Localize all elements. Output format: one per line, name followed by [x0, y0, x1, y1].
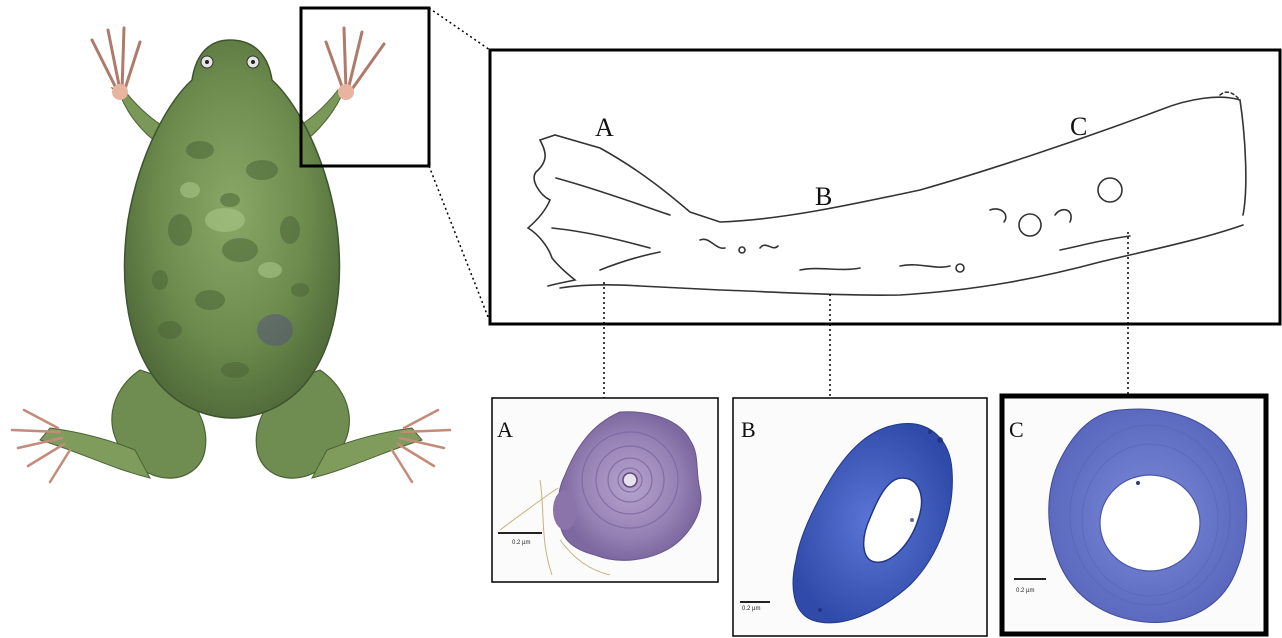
section-c-lumen	[1100, 475, 1200, 571]
scale-text-c: 0.2 µm	[1016, 588, 1034, 594]
frog-left-hand	[92, 28, 140, 92]
frog-right-hand	[326, 28, 384, 92]
scale-text-a: 0.2 µm	[512, 540, 530, 546]
zoom-connector-bottom	[429, 166, 490, 322]
section-panel-c: C 0.2 µm	[1002, 396, 1266, 634]
section-label-b: B	[741, 417, 756, 442]
section-label-c: C	[1009, 417, 1024, 442]
frog-right-foot	[392, 410, 450, 482]
zoom-connector-top	[429, 8, 490, 50]
bone-label-a: A	[595, 113, 614, 142]
bone-label-c: C	[1070, 112, 1087, 141]
scale-text-b: 0.2 µm	[742, 606, 760, 612]
frog-illustration	[12, 28, 450, 482]
section-panel-a: A 0.2 µm	[492, 398, 718, 582]
bone-label-b: B	[815, 182, 832, 211]
section-panel-b: B 0.2 µm	[733, 398, 987, 636]
frog-left-foot	[12, 410, 70, 482]
bone-drawing-panel	[490, 50, 1280, 324]
zoom-selection-box	[301, 8, 429, 166]
section-label-a: A	[497, 417, 513, 442]
